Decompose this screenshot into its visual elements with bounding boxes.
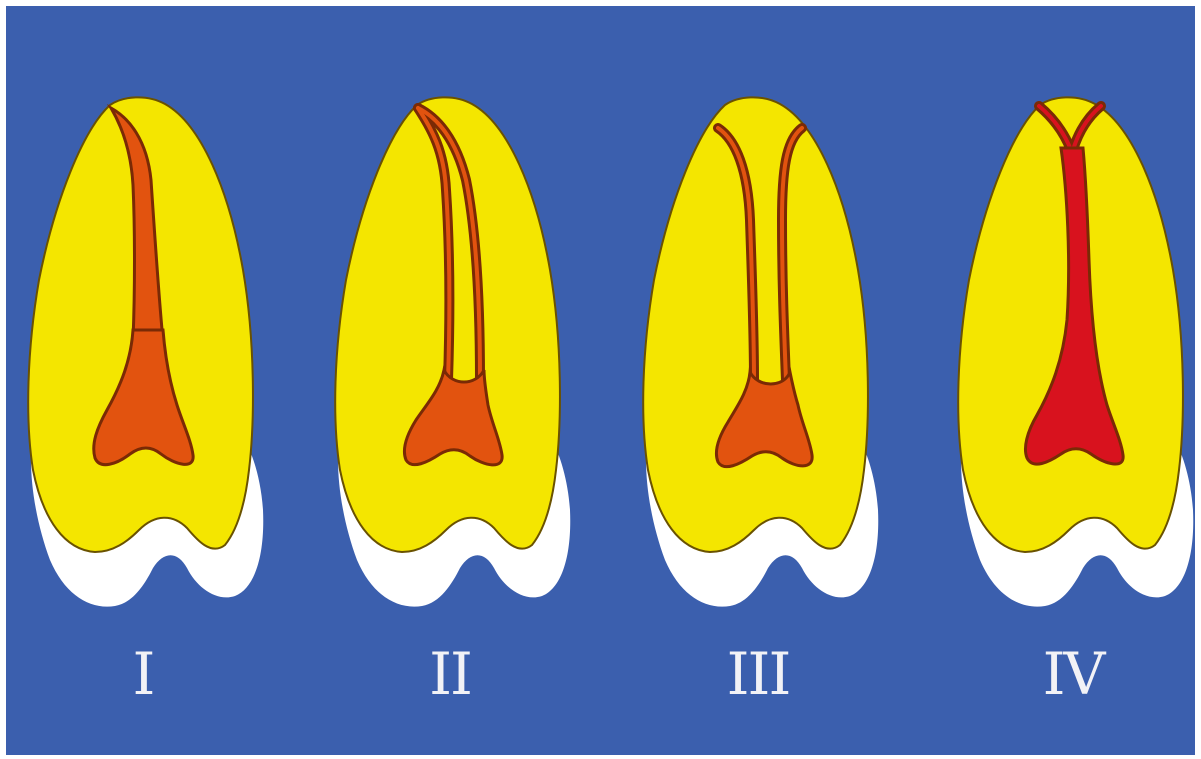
tooth-label: IV xyxy=(1043,640,1107,708)
tooth-label: III xyxy=(727,640,790,708)
tooth-label: I xyxy=(133,640,154,708)
tooth-label: II xyxy=(429,640,471,708)
